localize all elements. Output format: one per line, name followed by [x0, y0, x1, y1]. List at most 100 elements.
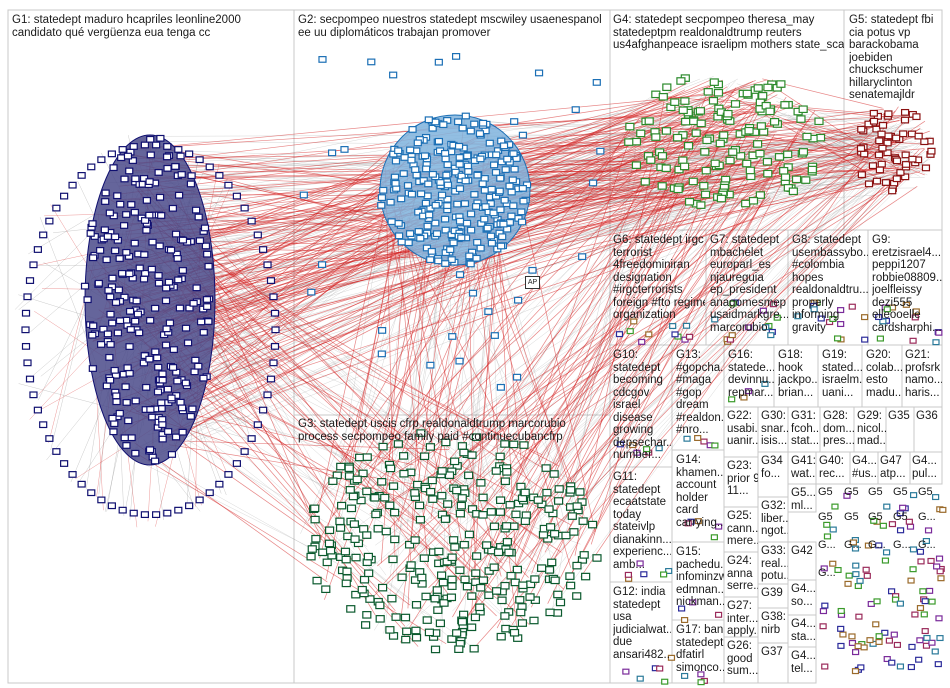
node — [840, 632, 846, 637]
node — [433, 231, 440, 237]
node — [173, 231, 180, 237]
node — [910, 338, 916, 343]
node — [327, 547, 335, 553]
label-g14: G14: khamen... account holder card carry… — [676, 454, 724, 529]
node — [174, 378, 181, 384]
node — [400, 171, 407, 177]
node — [876, 138, 883, 144]
node — [413, 172, 420, 178]
label-g3: G3: statedept uscis cfrp realdonaldtrump… — [298, 418, 566, 443]
node — [196, 157, 203, 163]
label-g32: G32: liber... ngot... — [761, 500, 788, 538]
node — [822, 664, 828, 669]
node — [387, 199, 394, 205]
node — [345, 473, 353, 479]
node — [190, 301, 197, 307]
node — [456, 162, 463, 168]
node — [442, 151, 449, 157]
node — [345, 465, 353, 471]
node — [652, 91, 660, 97]
node — [472, 570, 480, 576]
edge — [139, 381, 580, 545]
node — [136, 330, 143, 336]
node — [395, 148, 402, 154]
node — [426, 444, 434, 450]
node — [487, 509, 495, 515]
node — [493, 588, 501, 594]
node — [929, 640, 935, 645]
node — [884, 504, 890, 509]
node — [681, 163, 689, 169]
node — [103, 257, 110, 263]
node — [670, 324, 676, 329]
node — [465, 169, 472, 175]
node — [130, 510, 137, 516]
node — [225, 182, 232, 188]
node — [456, 510, 464, 516]
node — [204, 251, 211, 257]
node — [530, 617, 538, 623]
node — [496, 453, 504, 459]
node — [164, 144, 171, 150]
node — [626, 123, 634, 129]
node — [103, 383, 110, 389]
node — [797, 116, 805, 122]
node — [114, 330, 121, 336]
node — [164, 154, 171, 160]
node — [349, 493, 357, 499]
node — [484, 225, 491, 231]
node — [448, 554, 456, 560]
label-g65: G... — [918, 540, 936, 552]
node — [820, 609, 826, 614]
label-g33: G33: real... potu... — [761, 545, 788, 583]
node — [158, 400, 165, 406]
node — [926, 528, 932, 533]
node — [127, 309, 134, 315]
node — [743, 90, 751, 96]
node — [852, 669, 858, 674]
node — [444, 501, 452, 507]
node — [300, 192, 307, 198]
node — [364, 553, 372, 559]
node — [450, 240, 457, 246]
node — [61, 193, 68, 199]
node — [379, 584, 387, 590]
node — [106, 210, 113, 216]
node — [147, 447, 154, 453]
node — [365, 570, 373, 576]
node — [937, 556, 943, 561]
node — [193, 285, 200, 291]
node — [107, 294, 114, 300]
node — [745, 128, 753, 134]
node — [492, 468, 500, 474]
node — [932, 649, 938, 654]
node — [510, 151, 517, 157]
ap-node-icon: AP — [525, 276, 540, 289]
node — [98, 342, 105, 348]
node — [793, 176, 801, 182]
node — [889, 660, 895, 665]
node — [196, 497, 203, 503]
node — [61, 461, 68, 467]
node — [519, 132, 526, 138]
node — [647, 157, 655, 163]
node — [876, 634, 882, 639]
node — [376, 616, 384, 622]
node — [468, 211, 475, 217]
node — [501, 143, 508, 149]
node — [400, 453, 408, 459]
node — [128, 202, 135, 208]
node — [174, 256, 181, 262]
node — [497, 175, 504, 181]
node — [322, 586, 330, 592]
node — [893, 135, 900, 141]
node — [732, 101, 740, 107]
node — [468, 452, 476, 458]
node — [108, 503, 115, 509]
node — [891, 632, 897, 637]
node — [677, 78, 685, 84]
node — [547, 524, 555, 530]
node — [555, 486, 563, 492]
node — [921, 612, 927, 617]
node — [491, 333, 498, 339]
